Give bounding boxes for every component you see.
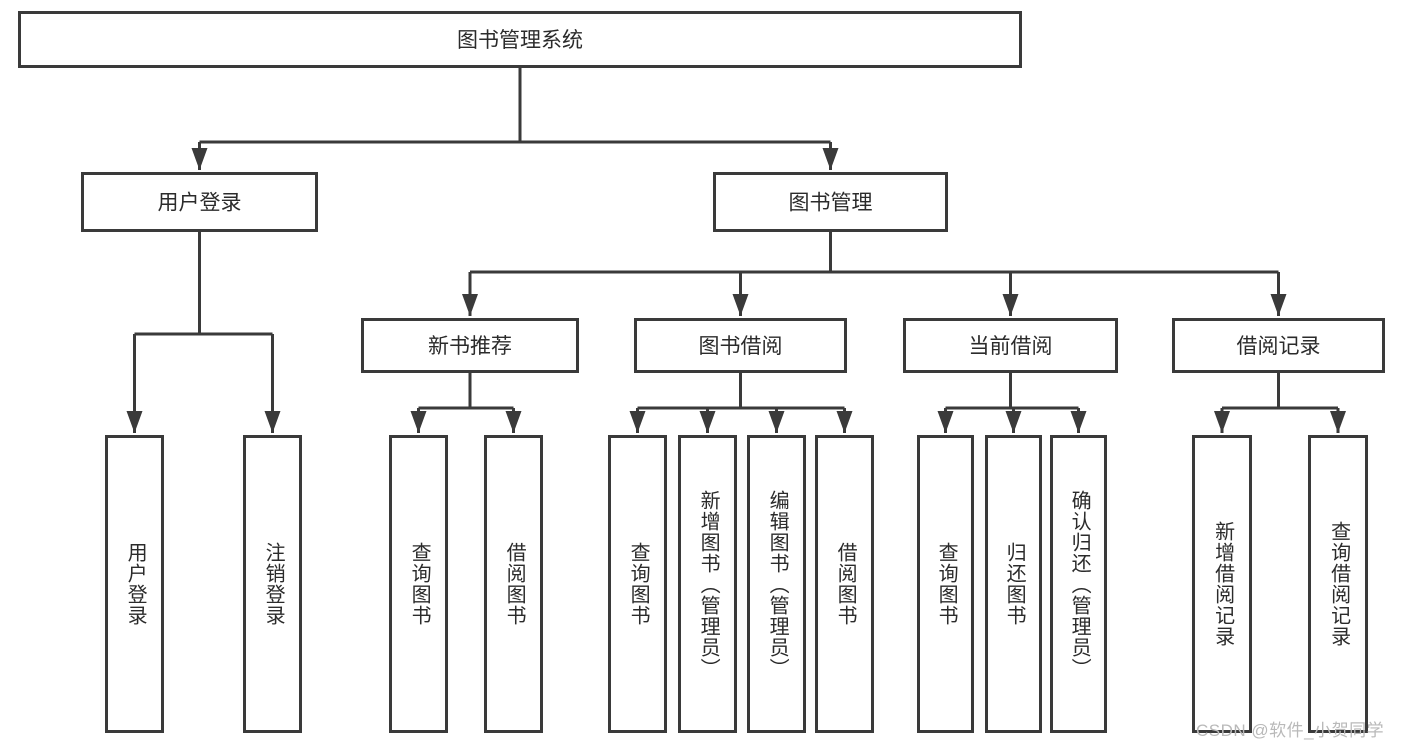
arrow-head-icon: [629, 411, 646, 433]
node-book-management-label: 图书管理: [789, 192, 873, 215]
node-leaf-user-login[interactable]: [105, 435, 164, 733]
arrow-head-icon: [264, 411, 281, 433]
arrow-head-icon: [836, 411, 853, 433]
node-leaf-query-book-new[interactable]: [389, 435, 448, 733]
boxes-layer: [18, 11, 1385, 733]
node-book-borrow[interactable]: [634, 318, 847, 373]
node-root[interactable]: [18, 11, 1022, 68]
node-leaf-query-book-borrow[interactable]: [608, 435, 667, 733]
arrow-head-icon: [410, 411, 427, 433]
node-leaf-query-borrow-record[interactable]: [1308, 435, 1368, 733]
arrow-head-icon: [462, 294, 478, 316]
arrow-head-icon: [1270, 294, 1287, 316]
watermark-text: CSDN @软件_小贺同学: [1196, 721, 1385, 740]
arrow-head-icon: [1070, 411, 1087, 433]
arrow-head-icon: [126, 411, 143, 433]
node-book-management[interactable]: [713, 172, 948, 232]
node-new-book-recommend[interactable]: [361, 318, 579, 373]
arrow-head-icon: [768, 411, 785, 433]
node-current-borrow[interactable]: [903, 318, 1118, 373]
node-current-borrow-label: 当前借阅: [969, 335, 1053, 358]
arrow-head-icon: [699, 411, 716, 433]
node-leaf-add-book-admin[interactable]: [678, 435, 737, 733]
arrow-head-icon: [937, 411, 954, 433]
arrow-head-icon: [191, 148, 208, 170]
connectors-layer: [126, 68, 1346, 433]
arrow-head-icon: [505, 411, 522, 433]
arrow-head-icon: [822, 148, 839, 170]
arrow-head-icon: [1002, 294, 1019, 316]
node-new-book-recommend-label: 新书推荐: [428, 335, 512, 358]
arrow-head-icon: [1330, 411, 1346, 433]
node-borrow-record[interactable]: [1172, 318, 1385, 373]
arrow-head-icon: [732, 294, 749, 316]
node-borrow-record-label: 借阅记录: [1237, 335, 1321, 358]
node-leaf-logout[interactable]: [243, 435, 302, 733]
node-user-login-label: 用户登录: [158, 192, 242, 215]
node-leaf-confirm-return[interactable]: [1050, 435, 1107, 733]
arrow-head-icon: [1005, 411, 1022, 433]
node-leaf-edit-book-admin[interactable]: [747, 435, 806, 733]
node-leaf-borrow-book[interactable]: [815, 435, 874, 733]
node-leaf-query-book-current[interactable]: [917, 435, 974, 733]
node-leaf-add-borrow-record[interactable]: [1192, 435, 1252, 733]
node-root-label: 图书管理系统: [457, 29, 583, 52]
node-leaf-borrow-book-new[interactable]: [484, 435, 543, 733]
node-book-borrow-label: 图书借阅: [699, 335, 783, 358]
node-leaf-return-book[interactable]: [985, 435, 1042, 733]
node-user-login[interactable]: [81, 172, 318, 232]
arrow-head-icon: [1214, 411, 1230, 433]
